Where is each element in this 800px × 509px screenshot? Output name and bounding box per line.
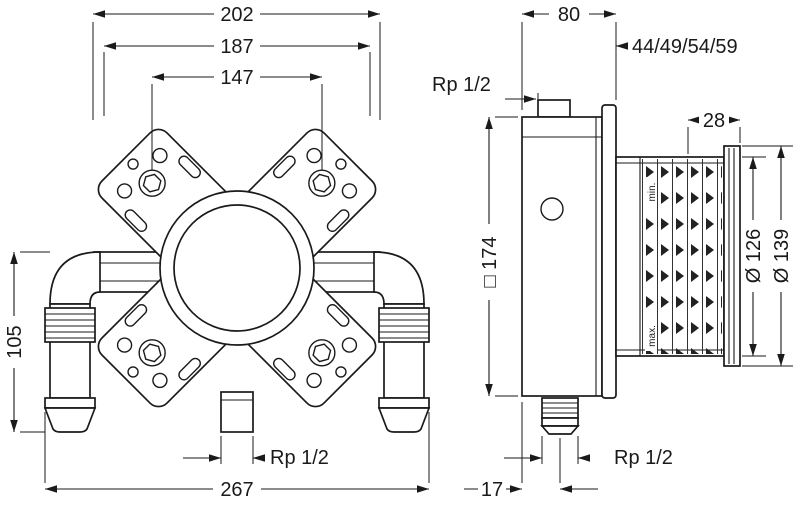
- dim-dia-126: Ø 126: [742, 156, 766, 357]
- flange-plate: [601, 104, 617, 399]
- dim-80: 80: [521, 4, 617, 110]
- dim-105: 105: [4, 251, 50, 433]
- dim-17: 17: [464, 402, 598, 501]
- dim-267: 267: [44, 412, 430, 501]
- function-block-inner-circle: [173, 204, 301, 332]
- depth-cylinder: min. max.: [615, 145, 741, 367]
- thread-bottom-side-label: Rp 1/2: [614, 447, 673, 469]
- dim-rp-top: Rp 1/2: [432, 74, 539, 114]
- side-port-circle: [540, 197, 564, 221]
- top-thread-stub: [537, 99, 571, 118]
- dim-202: 202: [92, 4, 381, 120]
- dim-28-label: 28: [703, 110, 725, 132]
- dim-174-label: □ 174: [479, 236, 501, 287]
- max-label: max.: [647, 325, 658, 347]
- dim-rp-front: Rp 1/2: [183, 436, 329, 469]
- depth-options-label: 44/49/54/59: [632, 36, 738, 58]
- side-pipe: [540, 397, 580, 435]
- thread-top-side-label: Rp 1/2: [432, 74, 491, 96]
- dim-147: 147: [151, 67, 323, 170]
- dim-17-label: 17: [481, 479, 503, 501]
- front-view: 202 187 147 105: [4, 4, 431, 501]
- dim-202-label: 202: [220, 4, 253, 26]
- left-pipe: [43, 251, 101, 433]
- bottom-thread-stub: [220, 391, 254, 433]
- dim-28: 28: [687, 110, 741, 154]
- side-view: min. max. 80 44/49/54/59: [432, 4, 793, 501]
- min-label: min.: [647, 183, 658, 202]
- dim-267-label: 267: [220, 479, 253, 501]
- dim-105-label: 105: [4, 325, 26, 358]
- end-collar: [723, 145, 741, 367]
- dia-139-label: Ø 139: [771, 229, 793, 283]
- mounting-plate: [97, 128, 377, 408]
- thread-bottom-front-label: Rp 1/2: [270, 447, 329, 469]
- dim-depth-options: 44/49/54/59: [616, 36, 738, 58]
- dim-174: □ 174: [479, 116, 518, 397]
- dim-rp-side-bottom: Rp 1/2: [504, 436, 673, 469]
- dim-187-label: 187: [220, 36, 253, 58]
- dim-dia-139: Ø 139: [742, 145, 793, 367]
- dia-126-label: Ø 126: [743, 229, 765, 283]
- right-pipe: [373, 251, 431, 433]
- side-body: [521, 99, 603, 397]
- dim-147-label: 147: [220, 67, 253, 89]
- dim-187: 187: [103, 36, 371, 116]
- dim-80-label: 80: [558, 4, 580, 26]
